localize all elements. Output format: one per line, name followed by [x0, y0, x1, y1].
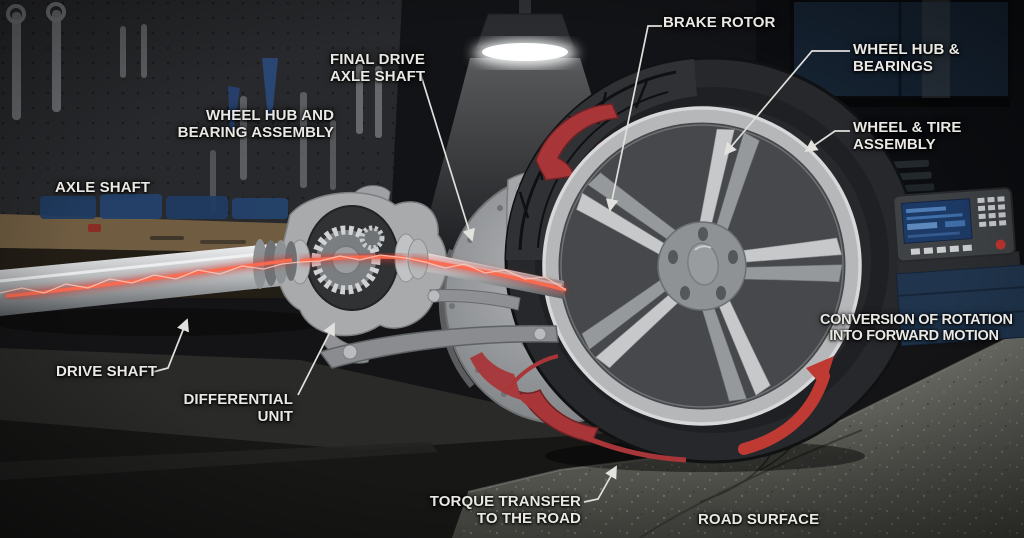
label-wheel-tire-assembly: WHEEL & TIRE ASSEMBLY: [853, 119, 962, 153]
leader-brake-rotor: [605, 25, 662, 212]
label-conversion-rotation: CONVERSION OF ROTATION INTO FORWARD MOTI…: [820, 312, 1013, 345]
label-axle-shaft: AXLE SHAFT: [55, 179, 151, 196]
label-wheel-hub-bearing-assembly: WHEEL HUB AND BEARING ASSEMBLY: [177, 107, 334, 141]
label-brake-rotor: BRAKE ROTOR: [663, 14, 776, 31]
leader-differential-unit: [297, 322, 335, 396]
leader-lines: [152, 25, 850, 503]
label-torque-transfer: TORQUE TRANSFER TO THE ROAD: [429, 493, 581, 527]
leader-drive-shaft: [152, 318, 189, 373]
label-wheel-hub-bearings: WHEEL HUB & BEARINGS: [853, 41, 960, 75]
label-differential-unit: DIFFERENTIAL UNIT: [183, 391, 293, 425]
leader-wheel-tire-assembly: [804, 130, 850, 153]
leader-torque-transfer: [583, 465, 617, 503]
label-final-drive-axle-shaft: FINAL DRIVE AXLE SHAFT: [330, 51, 426, 85]
label-road-surface: ROAD SURFACE: [698, 511, 820, 528]
leader-final-drive-axle-shaft: [419, 71, 475, 242]
label-drive-shaft: DRIVE SHAFT: [56, 363, 158, 380]
leader-wheel-hub-bearings: [723, 50, 850, 156]
